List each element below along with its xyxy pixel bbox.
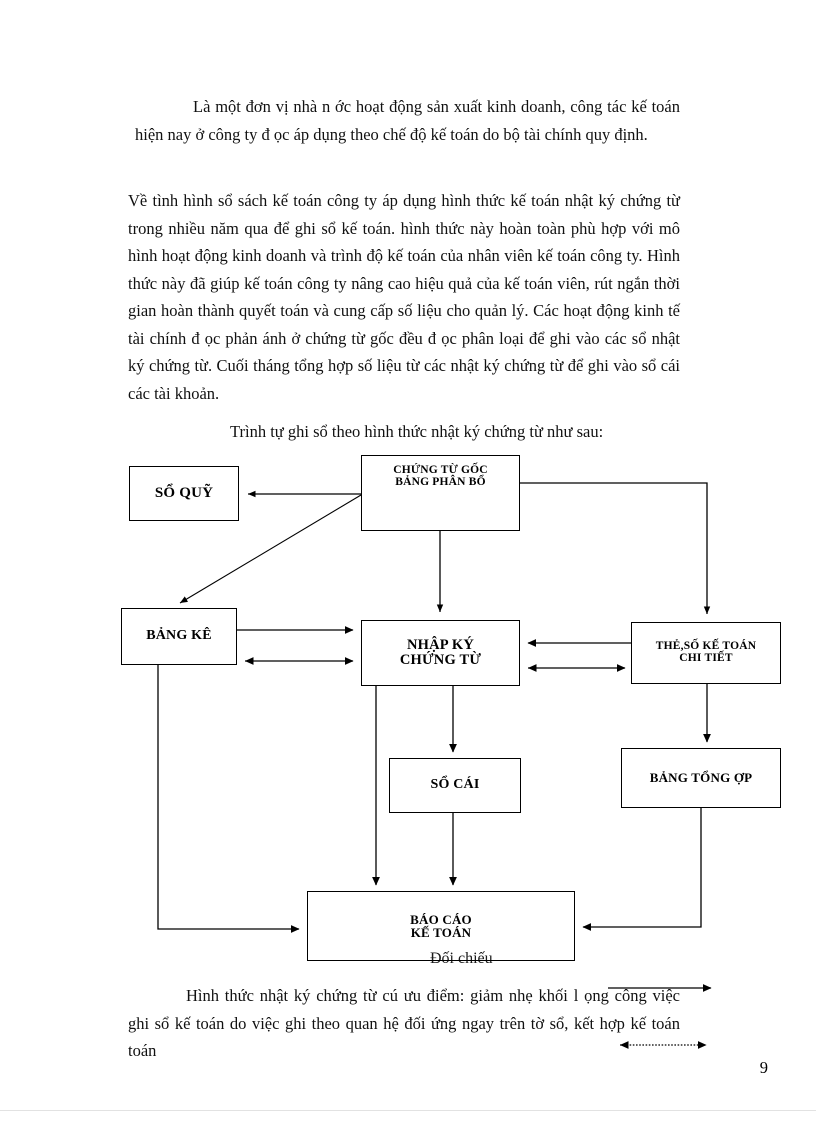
page-bottom-edge: [0, 1110, 816, 1123]
page-number: 9: [759, 1058, 768, 1077]
flowchart-box-bao-cao-ke-toan: BÁO CÁO KẾ TOÁN: [307, 891, 575, 961]
flowchart-box-bang-ke: BẢNG KÊ: [121, 608, 237, 665]
flowchart-box-nhap-ky-chung-tu: NHẬP KÝ CHỨNG TỪ: [361, 620, 520, 686]
paragraph-intro-text: Là một đơn vị nhà n ớc hoạt động sản xuấ…: [135, 97, 680, 144]
box-the-so-line2: CHI TIẾT: [679, 652, 733, 664]
box-so-cai-line1: SỔ CÁI: [430, 777, 480, 793]
edge-bangtong-to-baocao: [582, 808, 702, 931]
paragraph-accounting-form: Về tình hình sổ sách kế toán công ty áp …: [128, 187, 680, 407]
paragraph-advantages: Hình thức nhật ký chứng từ cú ưu điểm: g…: [128, 982, 680, 1065]
diagram-label-doi-chieu: Đối chiếu: [430, 950, 493, 967]
edge-bangke-to-baocao: [157, 665, 300, 933]
box-bang-tong-hop-line1: BẢNG TỔNG ỢP: [649, 770, 753, 786]
box-so-quy-line1: SỔ QUỸ: [154, 484, 214, 501]
box-chung-tu-goc-line1: CHỨNG TỪ GỐC: [393, 464, 488, 476]
box-chung-tu-goc-line2: BẢNG PHÂN BỔ: [395, 475, 486, 488]
box-nhap-ky-line1: NHẬP KÝ: [406, 637, 475, 654]
flowchart-box-the-so-ke-toan: THẺ,SỐ KẾ TOÁN CHI TIẾT: [631, 622, 781, 684]
paragraph-diagram-caption-text: Trình tự ghi sổ theo hình thức nhật ký c…: [230, 422, 604, 441]
flowchart-box-so-quy: SỔ QUỸ: [129, 466, 239, 521]
paragraph-diagram-caption: Trình tự ghi sổ theo hình thức nhật ký c…: [172, 418, 692, 446]
paragraph-intro: Là một đơn vị nhà n ớc hoạt động sản xuấ…: [135, 93, 680, 148]
box-bao-cao-line1: BÁO CÁO: [410, 911, 472, 927]
box-bang-ke-line1: BẢNG KÊ: [146, 628, 212, 644]
box-bao-cao-line2: KẾ TOÁN: [410, 925, 472, 940]
box-nhap-ky-line2: CHỨNG TỪ: [399, 652, 482, 668]
flowchart-box-so-cai: SỔ CÁI: [389, 758, 521, 813]
paragraph-accounting-form-text: Về tình hình sổ sách kế toán công ty áp …: [128, 191, 680, 403]
paragraph-advantages-text: Hình thức nhật ký chứng từ cú ưu điểm: g…: [128, 986, 680, 1060]
box-the-so-line1: THẺ,SỐ KẾ TOÁN: [655, 640, 757, 653]
flowchart-box-chung-tu-goc: CHỨNG TỪ GỐC BẢNG PHÂN BỔ: [361, 455, 520, 531]
edge-chungtu-to-theso: [520, 482, 711, 615]
flowchart-box-bang-tong-hop: BẢNG TỔNG ỢP: [621, 748, 781, 808]
